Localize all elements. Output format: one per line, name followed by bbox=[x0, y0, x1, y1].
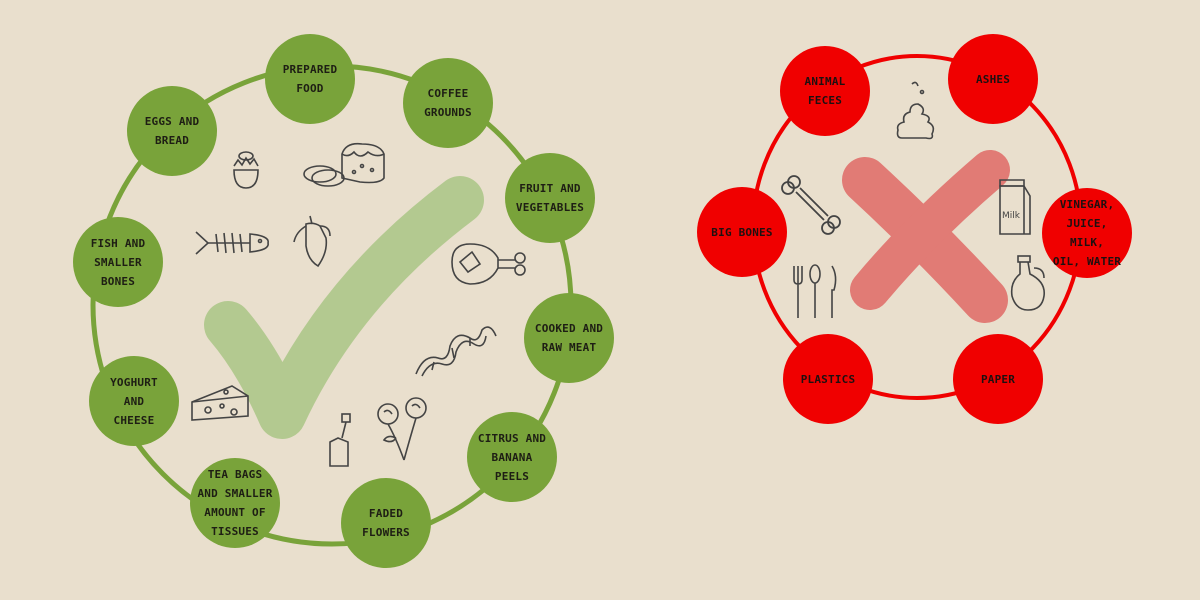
node-yoghurt-and-cheese: YOGHURT AND CHEESE bbox=[89, 356, 179, 446]
node-big-bones: BIG BONES bbox=[697, 187, 787, 277]
node-paper: PAPER bbox=[953, 334, 1043, 424]
node-fruit-and-vegetables: FRUIT AND VEGETABLES bbox=[505, 153, 595, 243]
oil-bottle-icon bbox=[1008, 252, 1048, 312]
node-citrus-and-banana-peels: CITRUS AND BANANA PEELS bbox=[467, 412, 557, 502]
tea-bag-icon bbox=[322, 412, 356, 470]
node-faded-flowers: FADED FLOWERS bbox=[341, 478, 431, 568]
node-cooked-and-raw-meat: COOKED AND RAW MEAT bbox=[524, 293, 614, 383]
ham-meat-icon bbox=[446, 238, 530, 290]
poop-icon bbox=[894, 78, 938, 144]
node-fish-and-smaller-bones: FISH AND SMALLER BONES bbox=[73, 217, 163, 307]
bread-icon bbox=[300, 138, 392, 192]
node-eggs-and-bread: EGGS AND BREAD bbox=[127, 86, 217, 176]
node-plastics: PLASTICS bbox=[783, 334, 873, 424]
node-animal-feces: ANIMAL FECES bbox=[780, 46, 870, 136]
banana-peel-icon bbox=[288, 212, 332, 270]
fish-bones-icon bbox=[192, 226, 272, 260]
roses-icon bbox=[372, 394, 434, 462]
cross-mark bbox=[842, 150, 1010, 323]
node-tea-bags: TEA BAGS AND SMALLER AMOUNT OF TISSUES bbox=[190, 458, 280, 548]
cutlery-icon bbox=[790, 262, 840, 320]
citrus-peel-icon bbox=[408, 318, 500, 380]
cracked-egg-icon bbox=[226, 148, 270, 192]
node-ashes: ASHES bbox=[948, 34, 1038, 124]
node-coffee-grounds: COFFEE GROUNDS bbox=[403, 58, 493, 148]
svg-text:Milk: Milk bbox=[1002, 211, 1021, 221]
node-prepared-food: PREPARED FOOD bbox=[265, 34, 355, 124]
milk-carton-icon: Milk bbox=[994, 176, 1034, 236]
node-vinegar-juice-milk-oil-water: VINEGAR, JUICE, MILK, OIL, WATER bbox=[1042, 188, 1132, 278]
checkmark bbox=[204, 176, 484, 439]
cheese-icon bbox=[188, 380, 252, 424]
bone-icon bbox=[778, 172, 844, 238]
